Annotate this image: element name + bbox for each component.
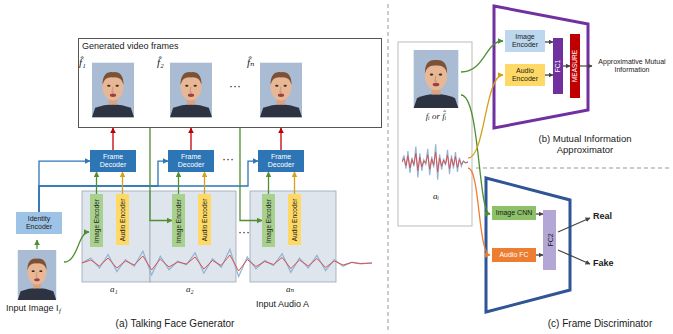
connector <box>204 172 205 194</box>
caption: (a) Talking Face Generator <box>116 318 235 330</box>
node-text: Audio Encoder <box>291 198 298 241</box>
input-face <box>18 250 56 300</box>
connector <box>112 128 113 150</box>
output-label: Real <box>593 211 612 221</box>
face-frame <box>170 63 212 118</box>
cnn-box: Image CNN <box>492 206 536 220</box>
decoder-box: Frame Decoder <box>258 150 304 172</box>
connector <box>536 254 543 255</box>
node-text: Image Encoder <box>175 198 182 242</box>
input-label: Input Image I <box>6 303 59 313</box>
segment-label: a₂ <box>186 284 194 294</box>
output-label: Approximative Mutual Information <box>594 58 670 74</box>
output-arrow <box>558 250 590 264</box>
face-frame <box>260 63 302 118</box>
audio-window <box>82 191 150 282</box>
connector <box>39 161 258 212</box>
node-text: MEASURE <box>572 50 579 82</box>
frame-label: f̂ₙ <box>247 56 255 69</box>
connector <box>294 172 295 194</box>
input-line <box>468 75 503 158</box>
face-frame <box>92 63 134 118</box>
connector <box>122 172 123 194</box>
decoder-box: Frame Decoder <box>168 150 214 172</box>
input-label: fᵢ or f̂ᵢ <box>426 111 446 121</box>
connector <box>240 128 262 221</box>
output-label: Fake <box>593 258 614 268</box>
connector <box>280 128 281 150</box>
approximator-outline <box>494 6 588 128</box>
decoder-box: Frame Decoder <box>90 150 136 172</box>
node-text: Image Encoder <box>507 33 543 49</box>
node-text: Identity Encoder <box>18 215 60 231</box>
input-arrow <box>36 240 37 249</box>
encoder-box: Image Encoder <box>90 194 103 247</box>
ellipsis: ··· <box>238 226 250 240</box>
segment-label: aₙ <box>286 284 294 294</box>
connector <box>545 41 553 42</box>
frame-label: f̂₂ <box>157 56 164 69</box>
node-text: FC2 <box>546 233 553 246</box>
node-text: Audio Encoder <box>119 198 126 241</box>
encoder-box: Image Encoder <box>172 194 185 247</box>
waveform <box>82 249 372 276</box>
node-text: FC1 <box>555 60 562 72</box>
fc-layer: FC1 <box>553 38 563 94</box>
node-text: Frame Decoder <box>92 153 134 169</box>
ellipsis: ··· <box>222 153 234 167</box>
caption: (b) Mutual Information Approximator <box>520 134 650 156</box>
caption: (c) Frame Discriminator <box>548 318 652 330</box>
encoder-box: Image Encoder <box>505 30 545 52</box>
separator <box>476 168 672 169</box>
waveform <box>402 144 468 179</box>
node-text: Generated video frames <box>82 41 179 51</box>
fc-box: Audio FC <box>492 248 536 262</box>
input-face <box>414 50 459 108</box>
node-text: Image CNN <box>494 209 534 217</box>
node-text: Frame Decoder <box>170 153 212 169</box>
waveform <box>82 255 372 271</box>
node-text: Audio FC <box>494 251 534 259</box>
input-label: aᵢ <box>433 191 439 201</box>
node-text: Audio Encoder <box>507 67 543 83</box>
frame-label: f̂₁ <box>79 56 86 69</box>
encoder-box: Audio Encoder <box>198 194 211 245</box>
input-line <box>468 168 490 255</box>
input-arrow <box>64 232 89 262</box>
input-panel <box>398 42 472 226</box>
input-line <box>461 41 503 72</box>
connector <box>536 213 543 214</box>
node-text: Image Encoder <box>265 198 272 242</box>
output-arrow <box>580 65 592 66</box>
encoder-box: Image Encoder <box>262 194 275 247</box>
connector <box>178 172 179 194</box>
measure-box: MEASURE <box>570 34 580 98</box>
node-text: Audio Encoder <box>201 198 208 241</box>
encoder-box: Audio Encoder <box>505 64 545 86</box>
audio-window <box>150 191 236 282</box>
encoder-box: Audio Encoder <box>288 194 301 245</box>
connector <box>268 172 269 194</box>
encoder-box: Identity Encoder <box>16 212 62 234</box>
segment-label: a₁ <box>110 284 118 294</box>
fc-layer: FC2 <box>543 210 556 270</box>
connector <box>150 128 172 221</box>
connector <box>190 128 191 150</box>
waveform <box>402 152 468 171</box>
connector <box>96 172 97 194</box>
node-text: Image Encoder <box>93 198 100 242</box>
ellipsis: ··· <box>229 80 241 94</box>
node-text: Frame Decoder <box>260 153 302 169</box>
input-label: Input Audio A <box>256 299 309 309</box>
connector <box>563 65 570 66</box>
output-arrow <box>558 218 590 232</box>
discriminator-outline <box>486 178 570 312</box>
encoder-box: Audio Encoder <box>116 194 129 245</box>
connector <box>545 74 553 75</box>
separator <box>388 4 389 330</box>
subscript: f <box>59 307 61 314</box>
